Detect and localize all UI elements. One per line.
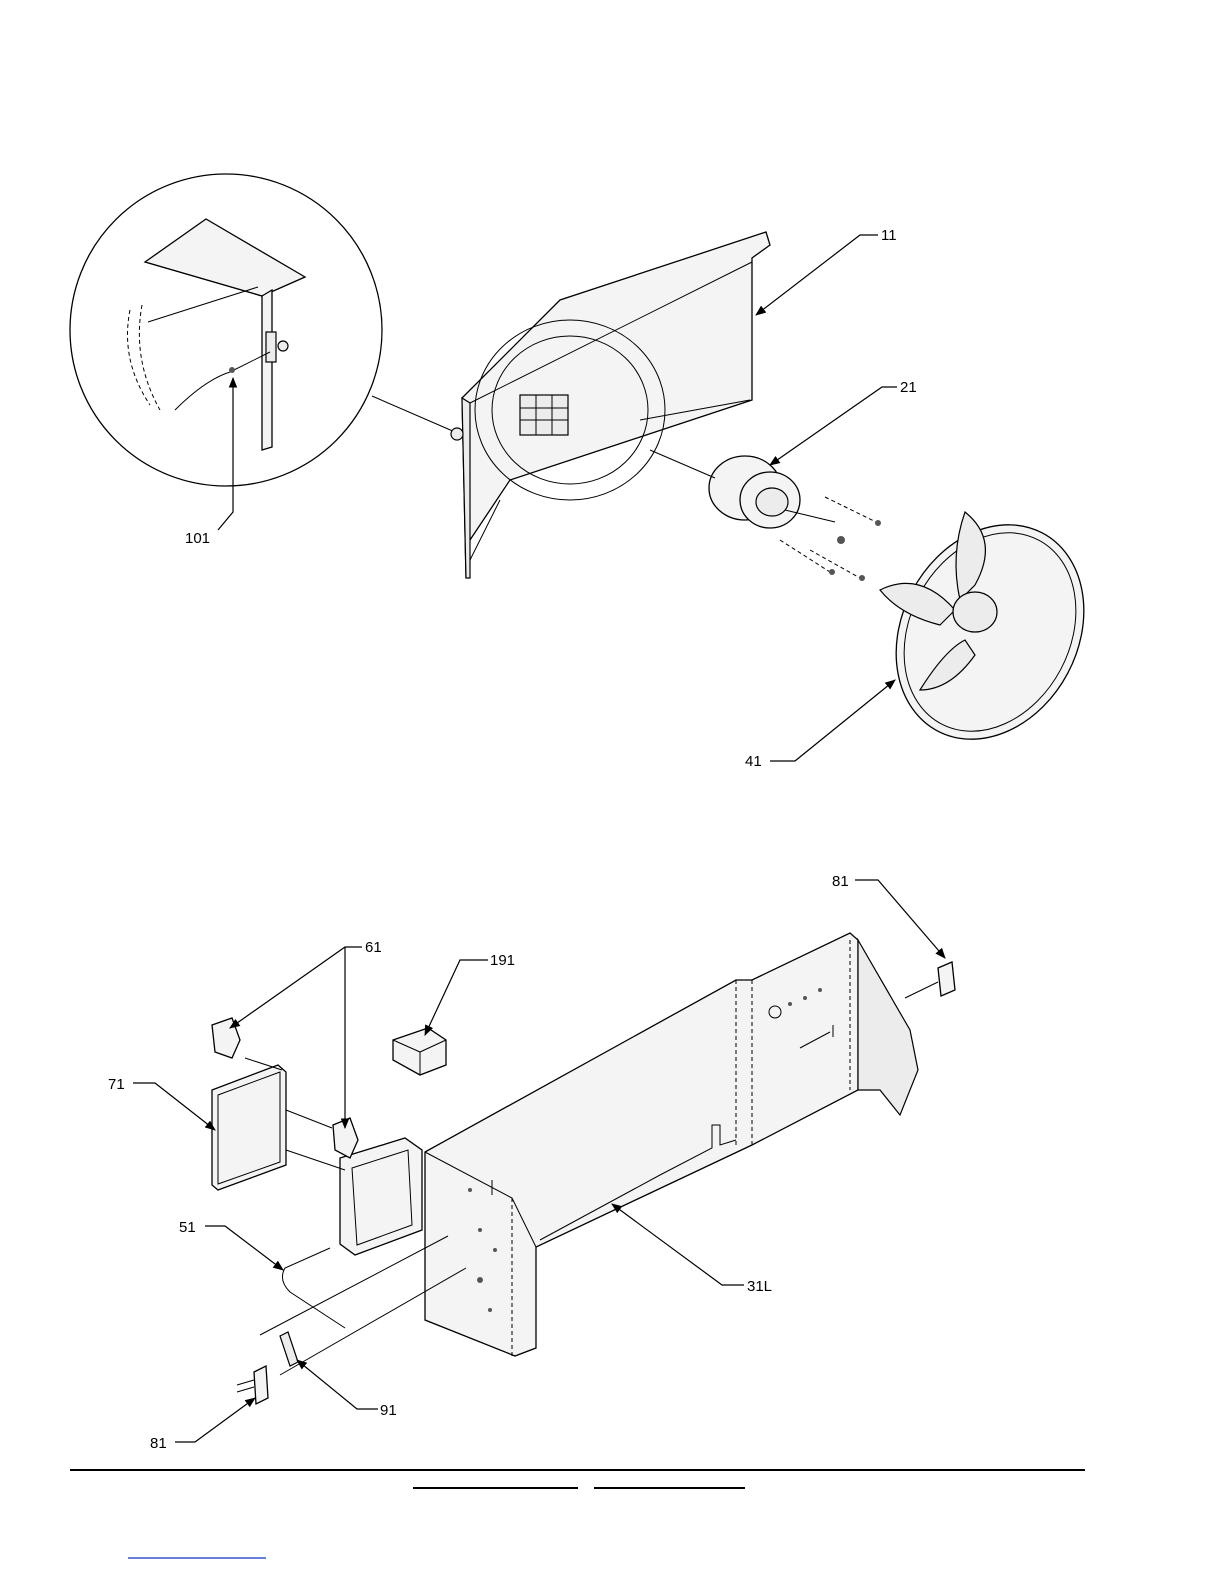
partition-panel [425,933,918,1356]
callout-51: 51 [179,1219,283,1270]
callout-71: 71 [108,1076,215,1130]
callout-label-191: 191 [490,952,515,969]
support-rod [282,1248,345,1328]
clip-part [280,1332,298,1366]
callout-label-31L: 31L [747,1278,772,1295]
callout-label-71: 71 [108,1076,125,1093]
hinge-bottom [237,1366,268,1404]
callout-41: 41 [745,680,895,770]
callout-11: 11 [756,227,897,315]
fan-shroud [451,232,770,578]
callout-label-91: 91 [380,1402,397,1419]
access-panel [212,1065,286,1190]
callout-label-61: 61 [365,939,382,956]
callout-label-11: 11 [881,227,897,244]
fan-motor [650,450,835,528]
detail-view-circle [70,174,382,486]
fan-blade [860,492,1121,772]
detail-leader-line [372,396,455,432]
callout-label-81-bottom: 81 [150,1435,167,1452]
control-box [393,1028,446,1075]
callout-31L: 31L [612,1204,772,1295]
callout-label-81-top: 81 [832,873,849,890]
hinge-top [905,962,955,998]
callout-81-bottom: 81 [150,1398,255,1452]
callout-91: 91 [297,1360,397,1419]
callout-21: 21 [770,379,917,465]
callout-label-41: 41 [745,753,762,770]
callout-191: 191 [425,952,515,1035]
callout-label-51: 51 [179,1219,196,1236]
callout-label-101: 101 [185,530,210,547]
callout-label-21: 21 [900,379,917,396]
gasket-ring [340,1138,422,1255]
